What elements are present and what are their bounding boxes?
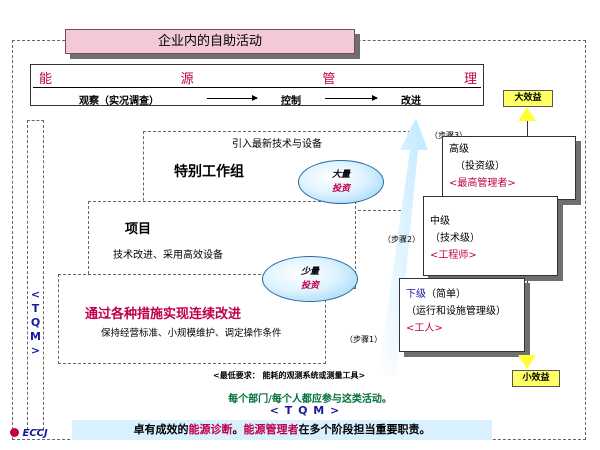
big-effect-badge: 大效益 (503, 90, 553, 107)
level-low-role: <工人> (406, 323, 443, 334)
level-mid-sub: （技术级） (430, 233, 480, 244)
large-investment-ellipse: 大量 投资 (298, 160, 384, 204)
step-control: 控制 (281, 96, 301, 107)
large-investment-label: 大量 (331, 170, 350, 180)
tqm-bottom-label: < T Q M > (269, 404, 341, 417)
bottom-note-highlight-1: 能源诊断 (188, 423, 233, 436)
arrow-right-icon (325, 95, 378, 101)
level-high-box: 高级 （投资级） <最高管理者> (442, 136, 576, 200)
step-observe: 观察（实况调查） (79, 96, 159, 107)
bottom-note-suffix: 在多个阶段担当重要职责。 (298, 423, 431, 436)
energy-char-4: 理 (463, 72, 477, 87)
project-title: 项目 (125, 222, 152, 237)
energy-char-2: 源 (180, 72, 194, 87)
continuous-title: 通过各种措施实现连续改进 (85, 307, 242, 322)
logo-text: ECCJ (22, 428, 48, 439)
energy-management-bar: 能 源 管 理 观察（实况调查） 控制 改进 (30, 64, 484, 107)
level-high-sub: （投资级） (455, 161, 505, 172)
bottom-note-prefix: 卓有成效的 (133, 423, 189, 436)
steps-arrow-icon (378, 118, 428, 375)
level-high-title: 高级 (449, 144, 469, 155)
small-investment-label: 少量 (300, 267, 319, 277)
minimum-requirement: <最低要求： 能耗的观测系统或测量工具> (213, 371, 366, 380)
logo-circle-icon (10, 428, 19, 437)
level-low-title: 下级 (406, 289, 426, 300)
level-low-title-row: 下级（简单） (406, 286, 524, 303)
arrow-right-icon (207, 95, 258, 101)
bottom-note-highlight-2: 能源管理者 (243, 423, 299, 436)
level-mid-role: <工程师> (430, 250, 477, 261)
step-2-label: （步骤2） (383, 235, 421, 244)
tqm-vertical-label: <TQM> (27, 120, 44, 430)
energy-char-1: 能 (39, 72, 53, 87)
small-investment-sub: 投资 (300, 281, 319, 291)
energy-char-3: 管 (322, 72, 336, 87)
step-1-label: （步骤1） (345, 335, 383, 344)
page-title: 企业内的自助活动 (65, 29, 355, 54)
level-low-sub: （运行和设施管理级） (406, 306, 506, 317)
level-low-box: 下级（简单） （运行和设施管理级） <工人> (399, 278, 525, 352)
energy-management-title: 能 源 管 理 (39, 68, 477, 87)
level-mid-box: 中级 （技术级） <工程师> (423, 196, 558, 276)
large-investment-sub: 投资 (331, 184, 350, 194)
small-effect-badge: 小效益 (512, 370, 560, 387)
project-desc: 技术改进、采用高效设备 (113, 250, 223, 261)
eccj-logo: ECCJ (10, 428, 48, 439)
level-mid-title: 中级 (430, 216, 450, 227)
special-team-header: 引入最新技术与设备 (232, 139, 322, 150)
bottom-note: 卓有成效的能源诊断。能源管理者在多个阶段担当重要职责。 (72, 420, 492, 440)
step-3-label: （步骤3） (430, 130, 467, 141)
triangle-down-icon (518, 355, 536, 369)
bottom-note-mid: 。 (232, 423, 244, 436)
step-improve: 改进 (401, 96, 421, 107)
energy-divider (33, 87, 481, 88)
continuous-desc: 保持经营标准、小规模维护、调定操作条件 (101, 328, 282, 339)
level-low-title-suffix: （简单） (426, 289, 466, 300)
level-high-role: <最高管理者> (449, 178, 516, 189)
special-team-title: 特别工作组 (174, 164, 244, 180)
small-investment-ellipse: 少量 投资 (262, 256, 358, 302)
participation-note: 每个部门/每个人都应参与这类活动。 (228, 394, 392, 405)
triangle-up-icon (518, 107, 536, 121)
